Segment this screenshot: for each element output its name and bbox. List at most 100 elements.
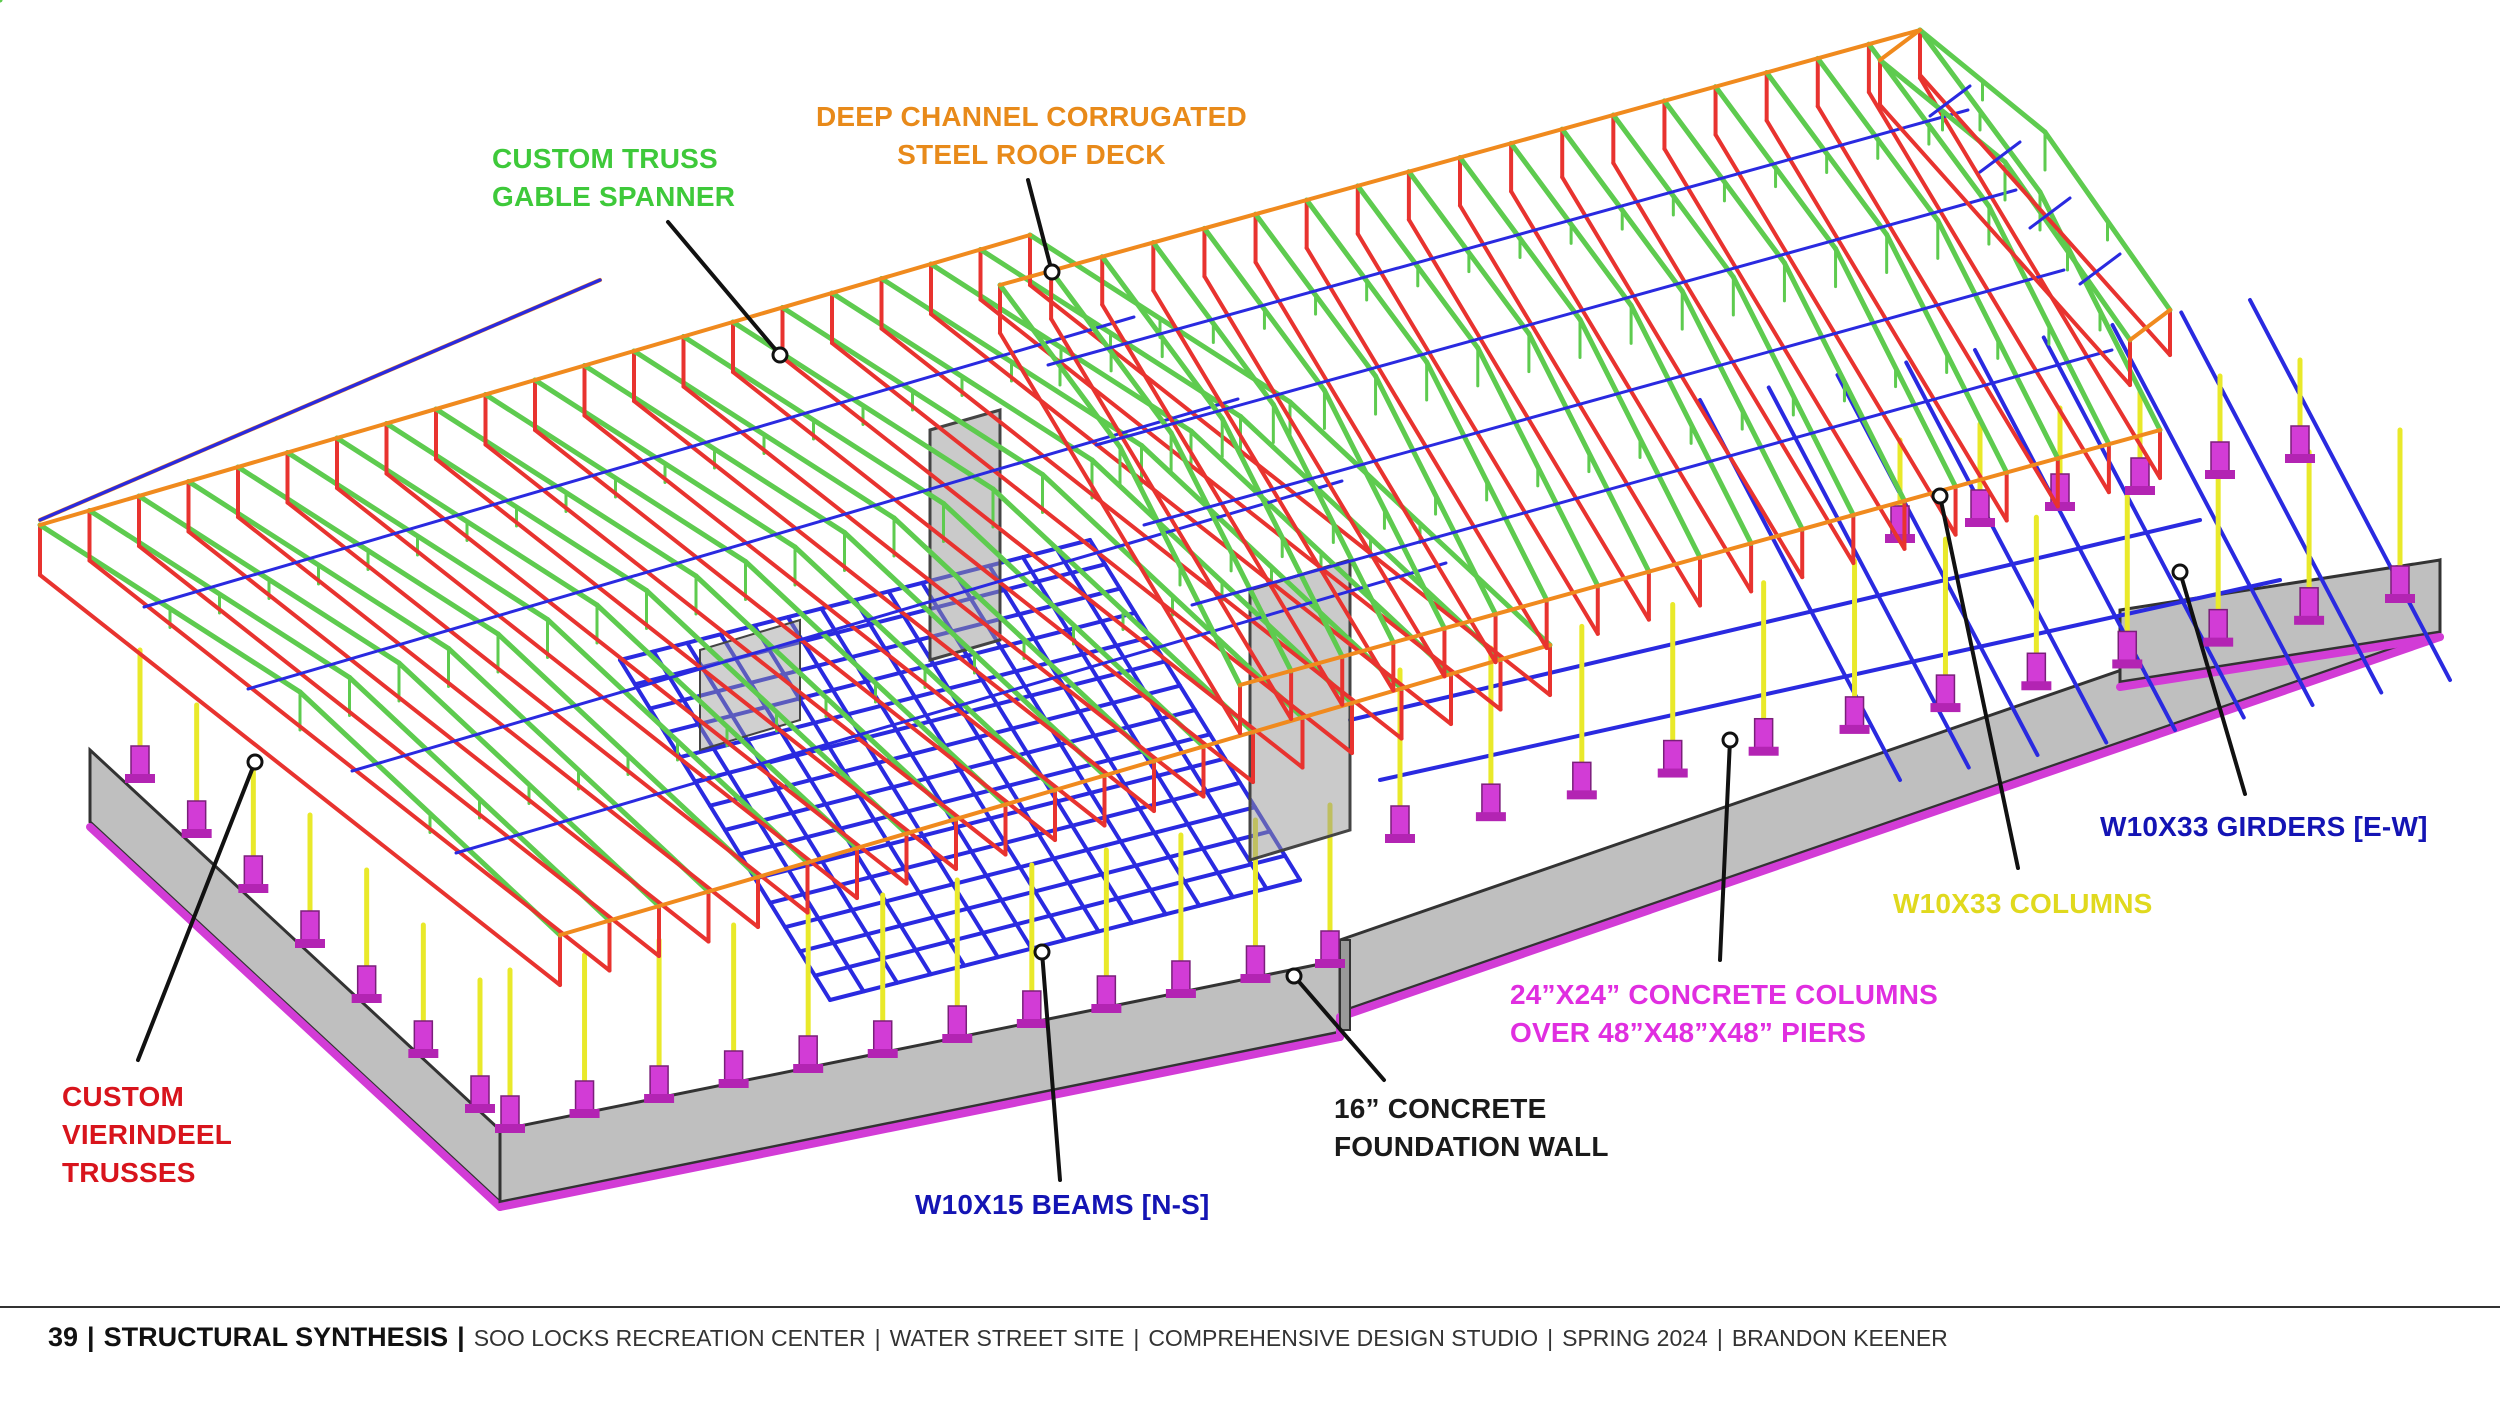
leader-foundation-wall <box>1292 974 1386 1082</box>
concrete-pier <box>2205 470 2235 479</box>
footing-line <box>1336 633 2444 1021</box>
vierendeel-bottom-chord <box>533 428 1057 842</box>
concrete-column <box>798 1035 818 1067</box>
vierendeel-bottom-chord <box>1878 103 2132 387</box>
concrete-column <box>356 965 377 997</box>
concrete-pier <box>1091 1004 1122 1013</box>
floor-beam-e-w <box>813 853 1287 978</box>
concrete-column <box>2117 630 2138 663</box>
leader-endpoint <box>1285 967 1303 985</box>
concrete-pier <box>2203 637 2234 647</box>
concrete-pier <box>1475 812 1506 822</box>
leader-endpoint <box>1043 263 1061 281</box>
concrete-column <box>1245 945 1266 977</box>
concrete-column <box>1662 739 1683 772</box>
vierendeel-bottom-chord <box>186 529 711 944</box>
vierendeel-bottom-chord <box>285 500 810 915</box>
concrete-pier <box>718 1079 749 1088</box>
girder-e-w <box>2248 298 2452 682</box>
roof-purlin <box>2078 252 2122 286</box>
callout-line: W10x33 COLUMNS <box>1893 888 2153 919</box>
site-name: WATER STREET SITE <box>889 1325 1125 1351</box>
concrete-pier <box>2045 502 2075 511</box>
roof-purlin <box>2028 196 2072 230</box>
roof-purlin <box>246 397 1240 691</box>
course-name: COMPREHENSIVE DESIGN STUDIO <box>1148 1325 1539 1351</box>
roof-deck-edge <box>1878 28 1922 62</box>
vierendeel-bottom-chord <box>929 312 1453 726</box>
vierendeel-bottom-chord <box>731 370 1255 784</box>
concrete-column <box>947 1005 968 1037</box>
concrete-pier <box>569 1109 600 1118</box>
concrete-pier <box>465 1104 495 1113</box>
concrete-column <box>2130 457 2150 489</box>
footer-divider: | <box>1716 1325 1723 1351</box>
girder-e-w <box>1973 348 2177 732</box>
floor-beam-n-s <box>886 589 1101 934</box>
concrete-column <box>413 1020 434 1052</box>
girder-e-w <box>2110 323 2315 707</box>
concrete-pier <box>1930 703 1961 713</box>
leader-vierendeel <box>136 760 257 1062</box>
vierendeel-bottom-chord <box>483 442 1008 857</box>
vierendeel-bottom-chord <box>830 341 1354 755</box>
callout-foundation-wall: 16” CONCRETE FOUNDATION WALL <box>1334 1090 1609 1166</box>
leader-endpoint <box>771 346 789 364</box>
concrete-pier <box>1839 724 1870 734</box>
callout-line: OVER 48”x48”x48” PIERS <box>1510 1017 1867 1048</box>
concrete-column <box>1171 960 1191 992</box>
concrete-column <box>1022 990 1042 1022</box>
concrete-column <box>243 855 264 887</box>
concrete-pier <box>2294 615 2325 625</box>
vierendeel-bottom-chord <box>38 573 562 987</box>
leader-concrete-columns <box>1718 738 1732 962</box>
roof-purlin <box>1142 268 2066 527</box>
vierendeel-bottom-chord <box>582 413 1107 828</box>
girder-e-w <box>1904 360 2109 745</box>
concrete-pier <box>495 1124 525 1133</box>
concrete-column <box>2290 425 2310 457</box>
callout-line: VIERINDEEL <box>62 1119 233 1150</box>
foundation-wall <box>498 958 1342 1204</box>
vierendeel-bottom-chord <box>978 297 1503 712</box>
callout-line: W10x33 GIRDERS [E-W] <box>2100 811 2428 842</box>
concrete-column <box>1970 489 1990 521</box>
callout-vierendeel-trusses: CUSTOM VIERINDEEL TRUSSES <box>62 1078 232 1192</box>
callout-line: CUSTOM TRUSS <box>492 143 718 174</box>
concrete-column <box>723 1050 744 1082</box>
term: SPRING 2024 <box>1562 1325 1708 1351</box>
concrete-column <box>1844 696 1865 728</box>
callout-w10x33-girders: W10x33 GIRDERS [E-W] <box>2100 808 2428 846</box>
vierendeel-bottom-chord <box>87 558 612 973</box>
floor-beam-n-s <box>1054 546 1269 891</box>
callout-line: DEEP CHANNEL CORRUGATED <box>816 101 1247 132</box>
concrete-pier <box>942 1034 973 1043</box>
concrete-column <box>1572 761 1592 794</box>
callout-line: W10x15 BEAMS [N-S] <box>915 1189 1210 1220</box>
floor-beam-n-s <box>1020 555 1235 900</box>
callout-line: 16” CONCRETE <box>1334 1093 1547 1124</box>
roof-purlin <box>1978 140 2022 174</box>
callout-line: GABLE SPANNER <box>492 181 736 212</box>
girder-line <box>1378 578 2282 782</box>
roof-deck-edge <box>558 643 1552 937</box>
vierendeel-bottom-chord <box>335 486 859 900</box>
concrete-column <box>1096 975 1117 1007</box>
concrete-column <box>2390 565 2410 597</box>
callout-roof-deck: DEEP CHANNEL CORRUGATED STEEL ROOF DECK <box>816 98 1247 174</box>
leader-w10x33-girders <box>2178 570 2247 796</box>
roof-deck-edge <box>998 28 1922 287</box>
callout-line: STEEL ROOF DECK <box>897 139 1166 170</box>
vierendeel-bottom-chord <box>236 515 760 929</box>
leader-truss-gable <box>666 220 782 357</box>
roof-truss-group <box>0 0 2173 987</box>
vierendeel-bottom-chord <box>681 384 1206 799</box>
callout-line: FOUNDATION WALL <box>1334 1131 1609 1162</box>
concrete-pier <box>2385 594 2415 603</box>
author: BRANDON KEENER <box>1731 1325 1948 1351</box>
floor-beam-e-w <box>798 829 1272 954</box>
roof-purlin <box>454 561 1448 855</box>
foundation-wall-group <box>86 557 2444 1211</box>
concrete-column <box>2299 587 2319 619</box>
leader-endpoint <box>1721 731 1739 749</box>
